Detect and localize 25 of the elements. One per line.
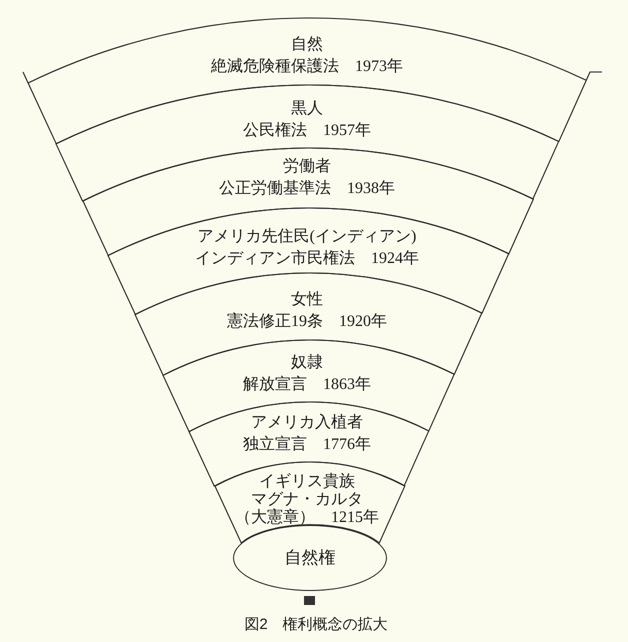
fan-band <box>55 84 560 202</box>
group-label: 労働者 <box>282 156 331 177</box>
law-year-label: マグナ・カルタ（大憲章） 1215年 <box>234 491 380 527</box>
law-year-label: 公民権法 1957年 <box>242 120 371 141</box>
group-label: イギリス貴族 <box>258 473 355 491</box>
law-year-label: 絶滅危険種保護法 1973年 <box>211 56 403 77</box>
core-ellipse <box>233 525 387 591</box>
core-label: 自然権 <box>284 548 336 568</box>
law-year-label: 公正労働基準法 1938年 <box>218 178 395 199</box>
group-label: 黒人 <box>290 99 323 119</box>
fan-band <box>188 401 430 488</box>
law-year-label: 独立宣言 1776年 <box>242 434 371 455</box>
group-label: 奴隷 <box>290 352 323 373</box>
law-year-label: 憲法修正19条 1920年 <box>226 311 387 332</box>
fan-band <box>162 339 456 433</box>
figure-caption: 図2 権利概念の拡大 <box>244 616 388 634</box>
law-year-label: 解放宣言 1863年 <box>242 374 371 395</box>
group-label: アメリカ入植者 <box>250 412 363 433</box>
group-label: アメリカ先住民(インディアン) <box>198 226 416 247</box>
fan-band <box>214 461 406 544</box>
fan-band <box>22 17 603 145</box>
group-label: 女性 <box>290 290 323 310</box>
group-label: 自然 <box>291 35 323 55</box>
fan-band <box>134 272 483 376</box>
law-year-label: インディアン市民権法 1924年 <box>194 248 419 269</box>
